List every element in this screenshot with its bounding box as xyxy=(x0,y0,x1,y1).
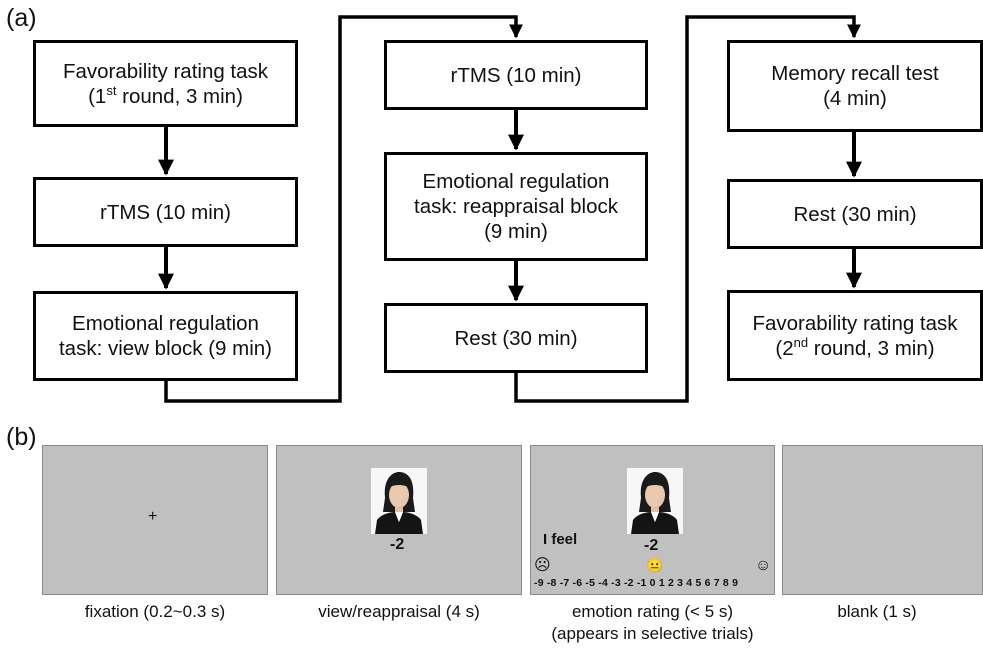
rating-scale: -9 -8 -7 -6 -5 -4 -3 -2 -1 0 1 2 3 4 5 6… xyxy=(534,577,739,589)
box-text-line: Favorability rating task xyxy=(62,59,269,83)
fixation-cross: + xyxy=(148,508,158,525)
rtms-box-1: rTMS (10 min) xyxy=(33,177,298,247)
rest-box-2: Rest (30 min) xyxy=(727,179,983,249)
emotion-rating-caption: emotion rating (< 5 s) (appears in selec… xyxy=(530,601,775,645)
happy-face-icon: ☺ xyxy=(755,557,772,574)
box-text-line: Favorability rating task xyxy=(752,311,958,335)
caption-line: emotion rating (< 5 s) xyxy=(571,602,734,621)
box-text-line: (1st round, 3 min) xyxy=(88,82,243,108)
score-label: -2 xyxy=(644,537,659,554)
emotion-rating-screen: I feel -2 ☹ 😐 ☺ -9 -8 -7 -6 -5 -4 -3 -2 … xyxy=(530,445,775,595)
box-text-line: (4 min) xyxy=(823,87,887,110)
box-text-line: Emotional regulation xyxy=(422,170,610,193)
score-label: -2 xyxy=(390,536,405,553)
caption-line: (appears in selective trials) xyxy=(551,623,754,643)
box-text-line: rTMS (10 min) xyxy=(100,200,231,224)
view-reappraisal-caption: view/reappraisal (4 s) xyxy=(318,602,480,621)
fixation-caption: fixation (0.2~0.3 s) xyxy=(84,602,226,621)
box-text-line: Memory recall test xyxy=(771,62,939,85)
face-photo-drawing xyxy=(627,468,683,534)
face-photo xyxy=(627,468,683,534)
emotional-regulation-reappraisal-box: Emotional regulation task: reappraisal b… xyxy=(384,152,648,261)
emotional-regulation-view-box: Emotional regulation task: view block (9… xyxy=(33,291,298,381)
box-text-line: (9 min) xyxy=(484,220,548,243)
view-reappraisal-screen: -2 xyxy=(276,445,522,595)
box-text-line: task: view block (9 min) xyxy=(58,337,273,360)
rtms-box-2: rTMS (10 min) xyxy=(384,40,648,110)
favorability-rating-task-1-box: Favorability rating task (1st round, 3 m… xyxy=(33,40,298,127)
panel-a-label: (a) xyxy=(6,4,37,32)
face-photo-drawing xyxy=(371,468,427,534)
rest-box-1: Rest (30 min) xyxy=(384,303,648,373)
favorability-rating-task-2-box: Favorability rating task (2nd round, 3 m… xyxy=(727,290,983,381)
face-photo xyxy=(371,468,427,534)
box-text-line: Rest (30 min) xyxy=(454,326,578,350)
i-feel-label: I feel xyxy=(543,531,578,548)
panel-b-label: (b) xyxy=(6,423,37,451)
fixation-screen: + xyxy=(42,445,268,595)
blank-caption: blank (1 s) xyxy=(837,602,917,621)
box-text-line: rTMS (10 min) xyxy=(450,63,582,87)
box-text-line: task: reappraisal block xyxy=(414,195,618,218)
box-text-line: Rest (30 min) xyxy=(793,202,917,226)
box-text-line: Emotional regulation xyxy=(72,312,259,335)
connector-col2-col3 xyxy=(514,15,861,403)
neutral-face-icon: 😐 xyxy=(646,557,664,573)
blank-screen xyxy=(782,445,983,595)
box-text-line: (2nd round, 3 min) xyxy=(775,334,935,360)
memory-recall-test-box: Memory recall test (4 min) xyxy=(727,40,983,132)
sad-face-icon: ☹ xyxy=(534,557,551,574)
connector-col1-col2 xyxy=(164,15,523,403)
